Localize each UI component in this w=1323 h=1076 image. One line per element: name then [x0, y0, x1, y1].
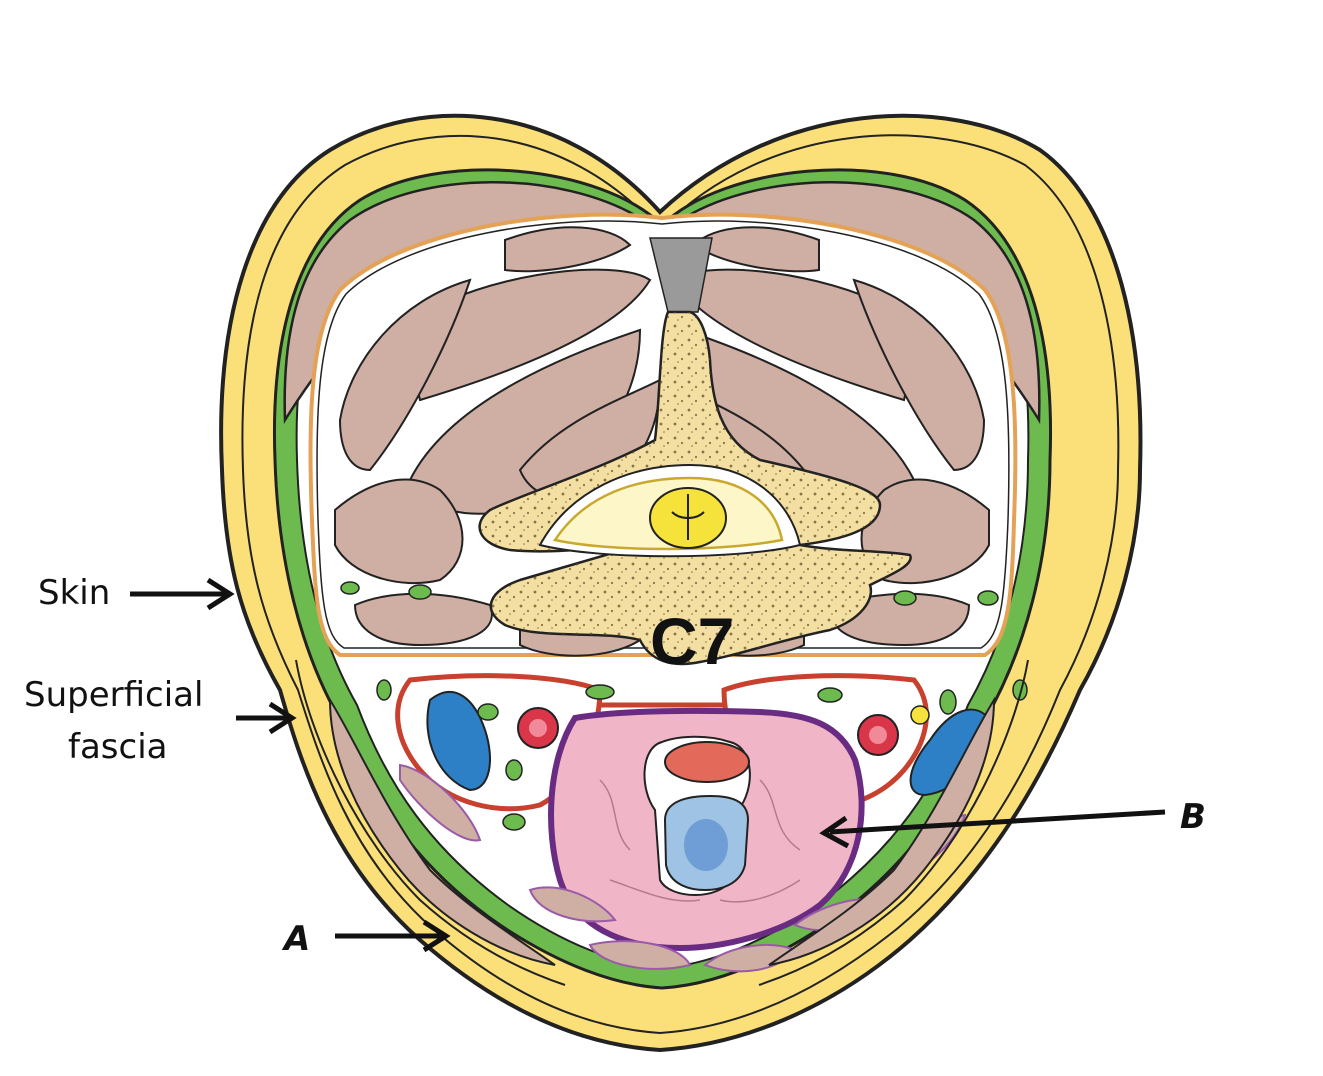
label-a: A: [281, 919, 310, 959]
nerve-dot: [376, 679, 392, 701]
label-skin: Skin: [38, 573, 110, 613]
carotid-artery-left-lumen: [529, 719, 547, 737]
strap-muscle: [588, 940, 692, 970]
muscle-left-1: [504, 226, 632, 273]
vessel-dot: [408, 584, 432, 600]
nerve-dot: [585, 684, 615, 700]
vessel-dot: [977, 590, 999, 606]
nerve-dot: [477, 703, 499, 721]
jugular-vein-left: [426, 690, 491, 792]
platysma-left: [295, 659, 566, 986]
thyroid-texture: [599, 779, 801, 903]
nuchal-ligament: [649, 237, 713, 313]
arrow-right-icon: [335, 919, 451, 953]
vessel-dot: [340, 581, 360, 595]
nerve-dot: [817, 687, 843, 703]
vertebra-label: C7: [650, 604, 734, 678]
platysma-right: [758, 659, 1029, 986]
nerve-dot: [939, 689, 957, 715]
strap-muscle: [399, 763, 482, 842]
label-superficial-fascia-line2: fascia: [68, 727, 168, 767]
strap-muscle: [528, 886, 617, 923]
skin-layer-line: [241, 134, 1120, 1035]
arrow-right-icon: [236, 701, 297, 735]
sternocleidomastoid-right: [768, 696, 996, 966]
arrow-left-icon: [819, 809, 1166, 849]
sternocleidomastoid-left: [328, 696, 556, 966]
vessel-dot: [893, 590, 917, 606]
label-superficial-fascia-line1: Superficial: [24, 675, 203, 715]
carotid-artery-right-lumen: [869, 726, 887, 744]
spinal-cord-fissure: [671, 494, 705, 540]
muscle-right-3: [852, 278, 986, 472]
nerve-dot: [505, 759, 523, 781]
trachea-lumen: [684, 819, 728, 871]
vagus-nerve-right: [910, 705, 930, 725]
muscle-left-6: [334, 478, 464, 584]
label-b: B: [1180, 797, 1206, 837]
arrow-right-icon: [130, 577, 235, 611]
esophagus: [664, 741, 750, 783]
nerve-dot: [502, 813, 526, 831]
muscle-left-3: [338, 278, 472, 472]
